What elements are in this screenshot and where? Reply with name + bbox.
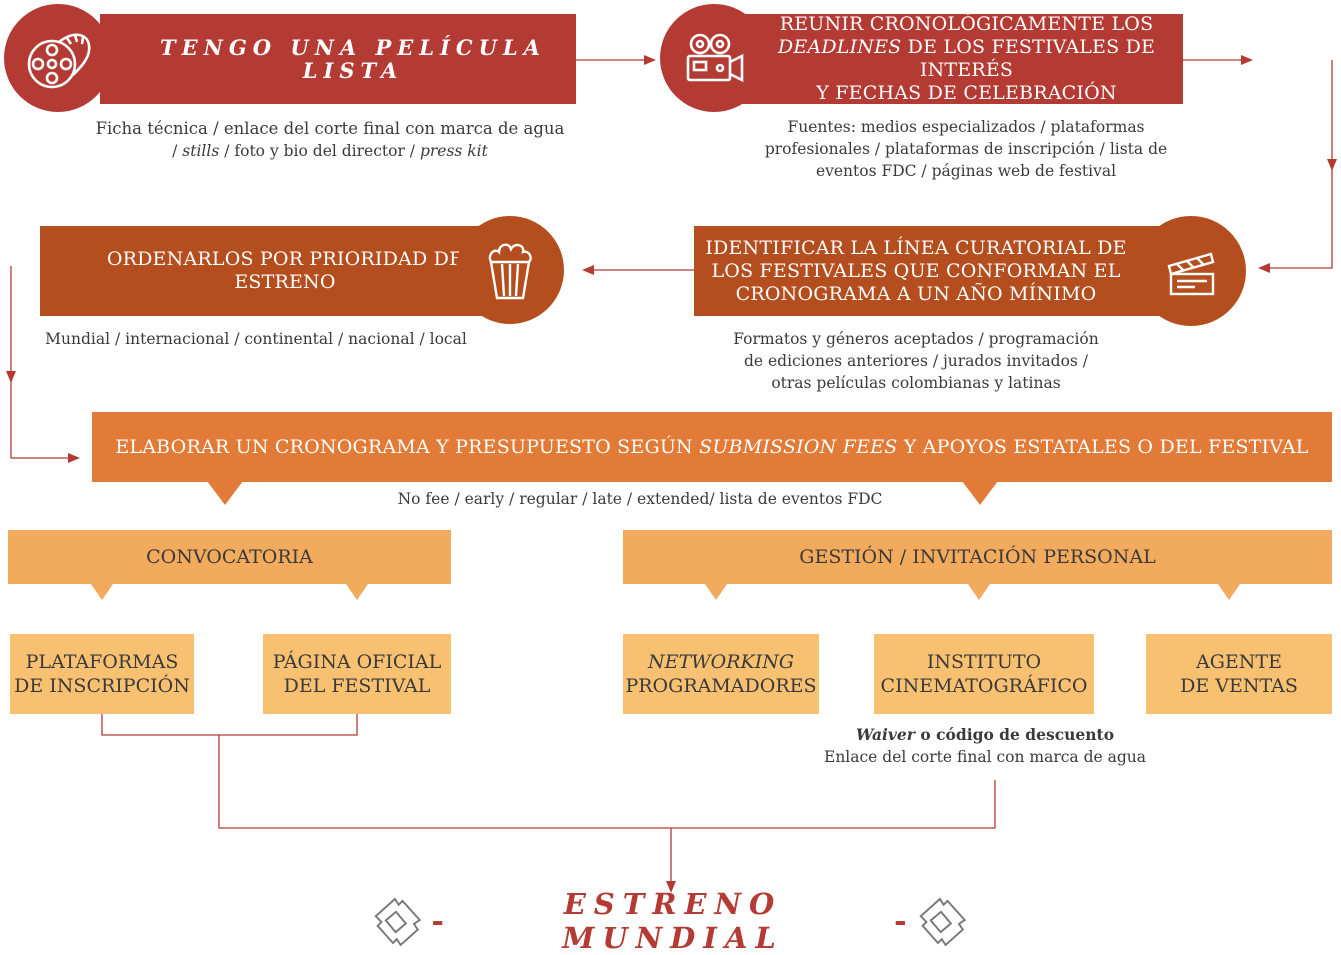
final-dash-left: - <box>431 903 444 939</box>
step5-note: No fee / early / regular / late / extend… <box>397 490 883 508</box>
step2-note: Fuentes: medios especializados / platafo… <box>764 118 1168 180</box>
step2-title-line1: REUNIR CRONOLÓGICAMENTE LOS <box>779 13 1154 35</box>
step3-note: Formatos y géneros aceptados / programac… <box>733 330 1099 392</box>
option-pagina-oficial: PÁGINA OFICIAL DEL FESTIVAL <box>263 634 451 714</box>
step1-title: TENGO UNA PELÍCULA LISTA <box>160 35 546 83</box>
connector-step4-step5 <box>10 266 72 459</box>
connector-options-final <box>101 714 996 883</box>
popcorn-icon <box>488 243 532 300</box>
step2-icon-circle <box>660 4 768 112</box>
option-agente: AGENTE DE VENTAS <box>1146 634 1332 714</box>
clapperboard-icon <box>1167 252 1215 296</box>
option-instituto: INSTITUTO CINEMATOGRÁFICO <box>874 634 1094 714</box>
option-networking: NETWORKING PROGRAMADORES <box>623 634 819 714</box>
ticket-icon <box>374 897 422 947</box>
instituto-note: Waiver o código de descuento Enlace del … <box>824 725 1146 766</box>
pointer-triangles <box>91 481 1240 600</box>
step5-title-box: ELABORAR UN CRONOGRAMA Y PRESUPUESTO SEG… <box>92 412 1332 482</box>
convocatoria-box: CONVOCATORIA <box>8 530 451 584</box>
arrowhead-step4 <box>582 265 594 275</box>
film-reel-icon <box>27 33 91 89</box>
video-camera-icon <box>686 33 744 83</box>
final-dash-right: - <box>894 903 907 939</box>
gestion-box: GESTIÓN / INVITACIÓN PERSONAL <box>623 530 1332 584</box>
step1-note-line1: Ficha técnica / enlace del corte final c… <box>95 119 565 138</box>
final-title: ESTRENO MUNDIAL <box>562 887 784 955</box>
step3-title-line2: LOS FESTIVALES QUE CONFORMAN EL <box>711 259 1121 282</box>
step2-title-box: REUNIR CRONOLÓGICAMENTE LOS DEADLINES DE… <box>710 13 1183 104</box>
step1-icon-circle <box>4 4 112 112</box>
step3-title-box: IDENTIFICAR LA LÍNEA CURATORIAL DE LOS F… <box>694 226 1194 316</box>
ticket-icon <box>918 897 966 947</box>
step4-title: ORDENARLOS POR PRIORIDAD DE ESTRENO <box>106 248 464 293</box>
step4-note: Mundial / internacional / continental / … <box>45 330 467 348</box>
convocatoria-title: CONVOCATORIA <box>146 546 313 568</box>
arrowhead-step5 <box>68 453 80 463</box>
final-headline: - ESTRENO MUNDIAL - <box>370 887 970 955</box>
arrowhead-step2 <box>644 55 656 65</box>
arrowhead-down-left <box>6 371 16 383</box>
step3-title-line3: CRONOGRAMA A UN AÑO MÍNIMO <box>735 282 1097 305</box>
step3-icon-circle <box>1136 216 1246 326</box>
step2-title-line2: DEADLINES DE LOS FESTIVALES DE INTERÉS <box>777 36 1156 81</box>
arrowhead-edge-right <box>1241 55 1253 65</box>
step3-title-line1: IDENTIFICAR LA LÍNEA CURATORIAL DE <box>705 236 1127 259</box>
gestion-title: GESTIÓN / INVITACIÓN PERSONAL <box>799 546 1156 568</box>
arrowhead-step3 <box>1258 263 1270 273</box>
connector-step2-step3 <box>1183 59 1333 269</box>
step1-title-box: TENGO UNA PELÍCULA LISTA <box>100 14 576 104</box>
arrowhead-down-right <box>1327 159 1337 171</box>
step4-icon-circle <box>456 216 564 324</box>
step2-title-line3: Y FECHAS DE CELEBRACIÓN <box>816 82 1117 104</box>
step1-note: Ficha técnica / enlace del corte final c… <box>95 119 565 160</box>
step4-title-box: ORDENARLOS POR PRIORIDAD DE ESTRENO <box>40 226 510 316</box>
step5-title: ELABORAR UN CRONOGRAMA Y PRESUPUESTO SEG… <box>115 435 1309 458</box>
option-plataformas: PLATAFORMAS DE INSCRIPCIÓN <box>10 634 194 714</box>
arrowhead-final <box>666 881 676 893</box>
